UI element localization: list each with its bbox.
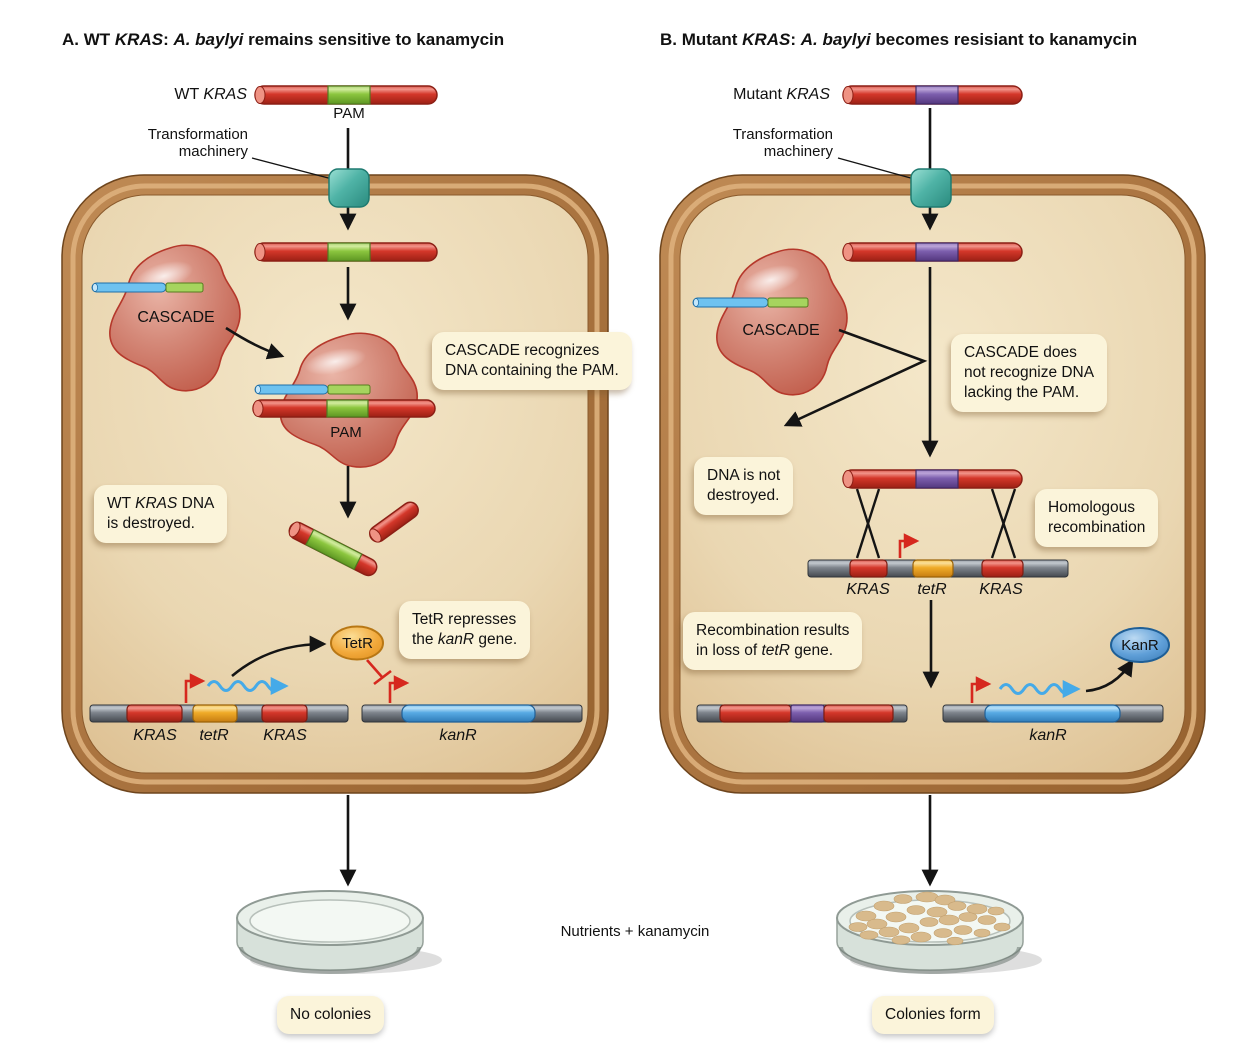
genome-kras-tetr-kras-a — [89, 704, 349, 723]
repression-tbar — [366, 659, 392, 686]
mutant-kras-dna-top — [842, 85, 1023, 105]
panel-b-title: B. Mutant KRAS: A. baylyi becomes resisi… — [660, 30, 1138, 49]
cascade-label-a: CASCADE — [137, 309, 215, 326]
wt-kras-dna-internal — [254, 242, 438, 262]
dna-fragment-large — [288, 521, 378, 577]
promoter-kanr-a — [388, 675, 410, 703]
promoter-tetr-b — [898, 533, 920, 558]
kanr-gene-bar-a — [361, 704, 583, 723]
kanr-gene-label-a: kanR — [439, 727, 477, 744]
callout-no-colonies: No colonies — [277, 996, 384, 1035]
wt-kras-dna-top — [254, 85, 438, 105]
pam-label-a-bound: PAM — [330, 424, 362, 441]
cascade-complex-free-b — [716, 248, 848, 396]
wt-kras-dna-bound — [252, 399, 436, 418]
wt-kras-label: WT KRAS — [174, 86, 247, 103]
genome-label-kras1-a: KRAS — [133, 727, 177, 744]
cascade-complex-bound-a — [279, 332, 419, 468]
mutant-kras-dna-internal — [842, 242, 1023, 262]
nutrients-kanamycin-label: Nutrients + kanamycin — [560, 923, 710, 940]
cascade-label-b: CASCADE — [742, 322, 820, 339]
pam-label-a-top: PAM — [333, 105, 365, 122]
tetr-protein-oval — [330, 625, 384, 661]
guide-rna-b — [692, 297, 809, 308]
transformation-leader-a — [251, 157, 337, 181]
genome-label-kras2-b: KRAS — [979, 581, 1023, 598]
mrna-tetr-a — [206, 677, 289, 695]
tetr-protein-label: TetR — [342, 635, 373, 652]
transformation-channel-a — [328, 168, 370, 208]
panel-a-title: A. WT KRAS: A. baylyi remains sensitive … — [62, 30, 505, 49]
genome-label-kras1-b: KRAS — [846, 581, 890, 598]
petri-dish-a — [235, 889, 444, 976]
genome-label-kras2-a: KRAS — [263, 727, 307, 744]
genome-label-tetr-b: tetR — [917, 581, 947, 598]
transformation-leader-b — [837, 157, 919, 181]
arrow-translation-kanr — [1085, 658, 1134, 693]
bacterial-colonies — [848, 891, 1011, 946]
promoter-tetr-a — [184, 673, 206, 703]
guide-rna-bound-a — [254, 384, 371, 395]
promoter-kanr-b — [970, 676, 992, 703]
guide-rna-a — [91, 282, 204, 293]
genome-recombined-mutant — [696, 704, 908, 723]
arrow-cascade-binding — [225, 326, 285, 360]
kanr-protein-oval — [1110, 627, 1170, 663]
genome-kras-tetr-kras-b — [807, 559, 1069, 578]
recombination-crossovers — [855, 488, 1017, 559]
arrow-translation-tetr — [231, 635, 327, 677]
genome-label-tetr-a: tetR — [199, 727, 229, 744]
arrow-cascade-bounces-off — [783, 328, 928, 427]
kanr-protein-label: KanR — [1121, 637, 1159, 654]
mrna-kanr-b — [998, 680, 1081, 698]
kanr-gene-label-b: kanR — [1029, 727, 1067, 744]
kanr-gene-bar-b — [942, 704, 1164, 723]
mutant-kras-dna-intact — [842, 469, 1023, 489]
dna-fragment-small — [369, 501, 419, 543]
callout-colonies-form: Colonies form — [872, 996, 994, 1035]
transformation-channel-b — [910, 168, 952, 208]
mutant-kras-label: Mutant KRAS — [733, 86, 830, 103]
